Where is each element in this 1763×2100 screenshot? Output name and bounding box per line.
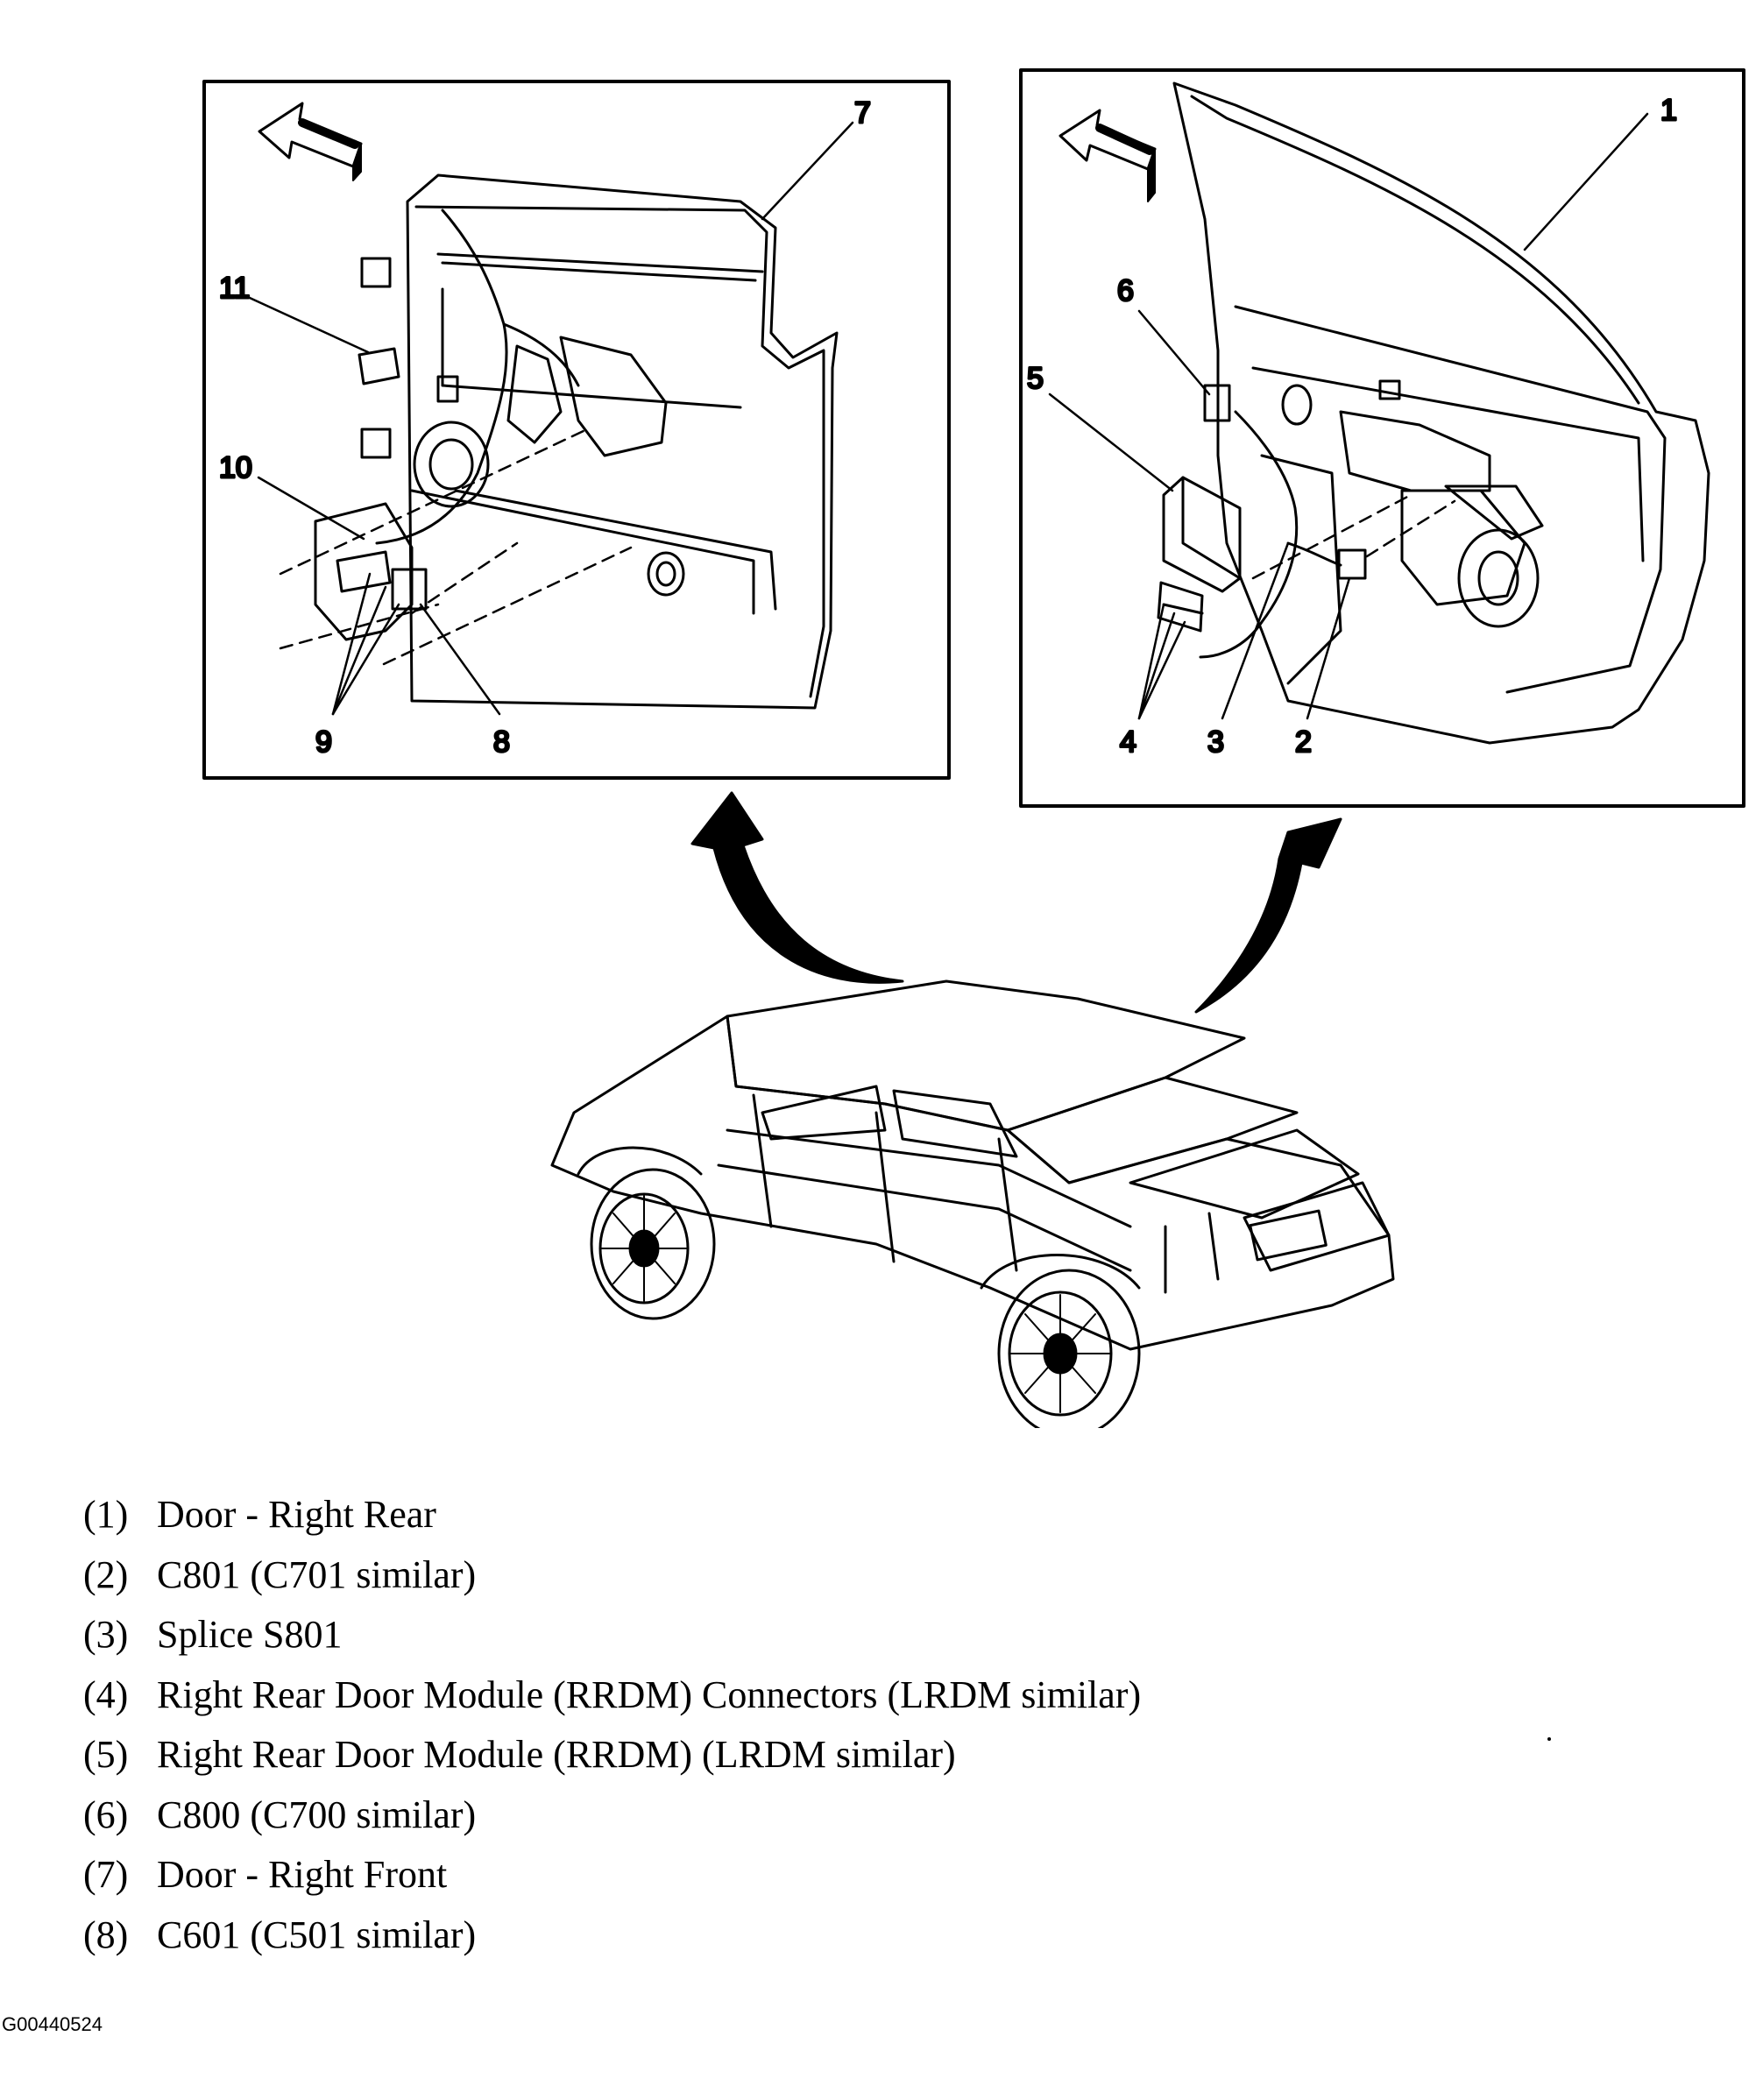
callout-10: 10 — [219, 451, 252, 484]
legend-text: C601 (C501 similar) — [157, 1913, 477, 1956]
legend-item-5: (5) Right Rear Door Module (RRDM) (LRDM … — [83, 1725, 1141, 1785]
callout-11: 11 — [219, 272, 250, 305]
legend-text: Door - Right Rear — [157, 1493, 436, 1536]
legend-text: Splice S801 — [157, 1613, 343, 1656]
callout-9: 9 — [315, 725, 332, 759]
rear-door-alignment-lines — [1251, 493, 1456, 580]
legend-item-1: (1) Door - Right Rear — [83, 1485, 1141, 1545]
front-door-panel: 7 11 10 9 8 — [202, 80, 951, 780]
callout-5: 5 — [1027, 362, 1044, 395]
legend-number: (4) — [83, 1672, 129, 1716]
stray-mark — [1547, 1737, 1551, 1741]
legend-item-4: (4) Right Rear Door Module (RRDM) Connec… — [83, 1665, 1141, 1726]
vehicle-illustration — [550, 979, 1395, 1428]
rear-door-panel-frame — [1019, 68, 1745, 808]
callout-7: 7 — [854, 96, 871, 130]
callout-3: 3 — [1207, 725, 1224, 759]
pointer-arrows — [690, 791, 1342, 1014]
forward-arrow-icon — [1059, 109, 1157, 202]
legend-item-6: (6) C800 (C700 similar) — [83, 1785, 1141, 1846]
callout-2: 2 — [1295, 725, 1312, 759]
legend-text: Right Rear Door Module (RRDM) Connectors… — [157, 1672, 1142, 1716]
curved-arrow-to-front-door — [690, 791, 904, 984]
rear-door-panel: 1 6 5 4 3 2 — [1019, 68, 1745, 808]
legend-list: (1) Door - Right Rear (2) C801 (C701 sim… — [83, 1485, 1141, 1965]
callout-4: 4 — [1120, 725, 1136, 759]
legend-number: (2) — [83, 1552, 129, 1596]
front-door-illustration — [314, 173, 839, 710]
legend-number: (5) — [83, 1733, 129, 1776]
legend-item-8: (8) C601 (C501 similar) — [83, 1906, 1141, 1966]
forward-arrow-icon — [258, 102, 363, 181]
legend-text: Right Rear Door Module (RRDM) (LRDM simi… — [157, 1733, 956, 1776]
legend-number: (7) — [83, 1853, 129, 1896]
legend-number: (3) — [83, 1613, 129, 1656]
rrdm-module — [1162, 476, 1242, 593]
callout-8: 8 — [493, 725, 510, 759]
curved-arrow-to-rear-door — [1194, 817, 1342, 1014]
rear-door-illustration — [1157, 81, 1710, 745]
front-door-panel-frame — [202, 80, 951, 780]
component-location-diagram: 7 11 10 9 8 — [202, 68, 1745, 1428]
legend-item-7: (7) Door - Right Front — [83, 1845, 1141, 1906]
figure-id: G00440524 — [2, 2013, 103, 2035]
legend-number: (6) — [83, 1792, 129, 1836]
legend-item-2: (2) C801 (C701 similar) — [83, 1545, 1141, 1606]
legend-number: (8) — [83, 1913, 129, 1956]
legend-text: C801 (C701 similar) — [157, 1552, 477, 1596]
callout-6: 6 — [1117, 274, 1134, 308]
legend-number: (1) — [83, 1493, 129, 1536]
front-door-alignment-lines — [279, 428, 633, 666]
rear-door-leader-lines — [1048, 112, 1649, 720]
callout-1: 1 — [1660, 94, 1677, 127]
front-door-leader-lines — [248, 121, 854, 716]
legend-text: C800 (C700 similar) — [157, 1792, 477, 1836]
legend-text: Door - Right Front — [157, 1853, 448, 1896]
legend-item-3: (3) Splice S801 — [83, 1605, 1141, 1665]
